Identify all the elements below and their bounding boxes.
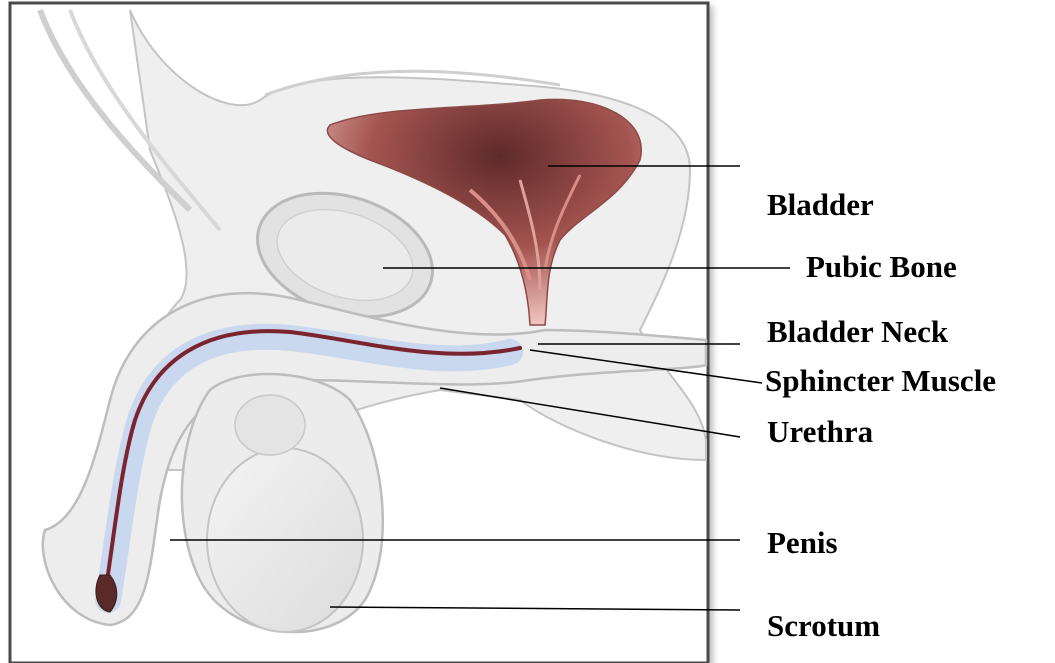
label-urethra: Urethra	[767, 416, 873, 447]
label-penis: Penis	[767, 527, 838, 558]
label-bladder: Bladder	[767, 189, 874, 220]
label-bladder-neck: Bladder Neck	[767, 316, 948, 347]
label-sphincter-muscle: Sphincter Muscle	[765, 365, 996, 396]
label-scrotum: Scrotum	[767, 610, 880, 641]
scrotum	[182, 374, 383, 632]
label-pubic-bone: Pubic Bone	[806, 251, 957, 282]
